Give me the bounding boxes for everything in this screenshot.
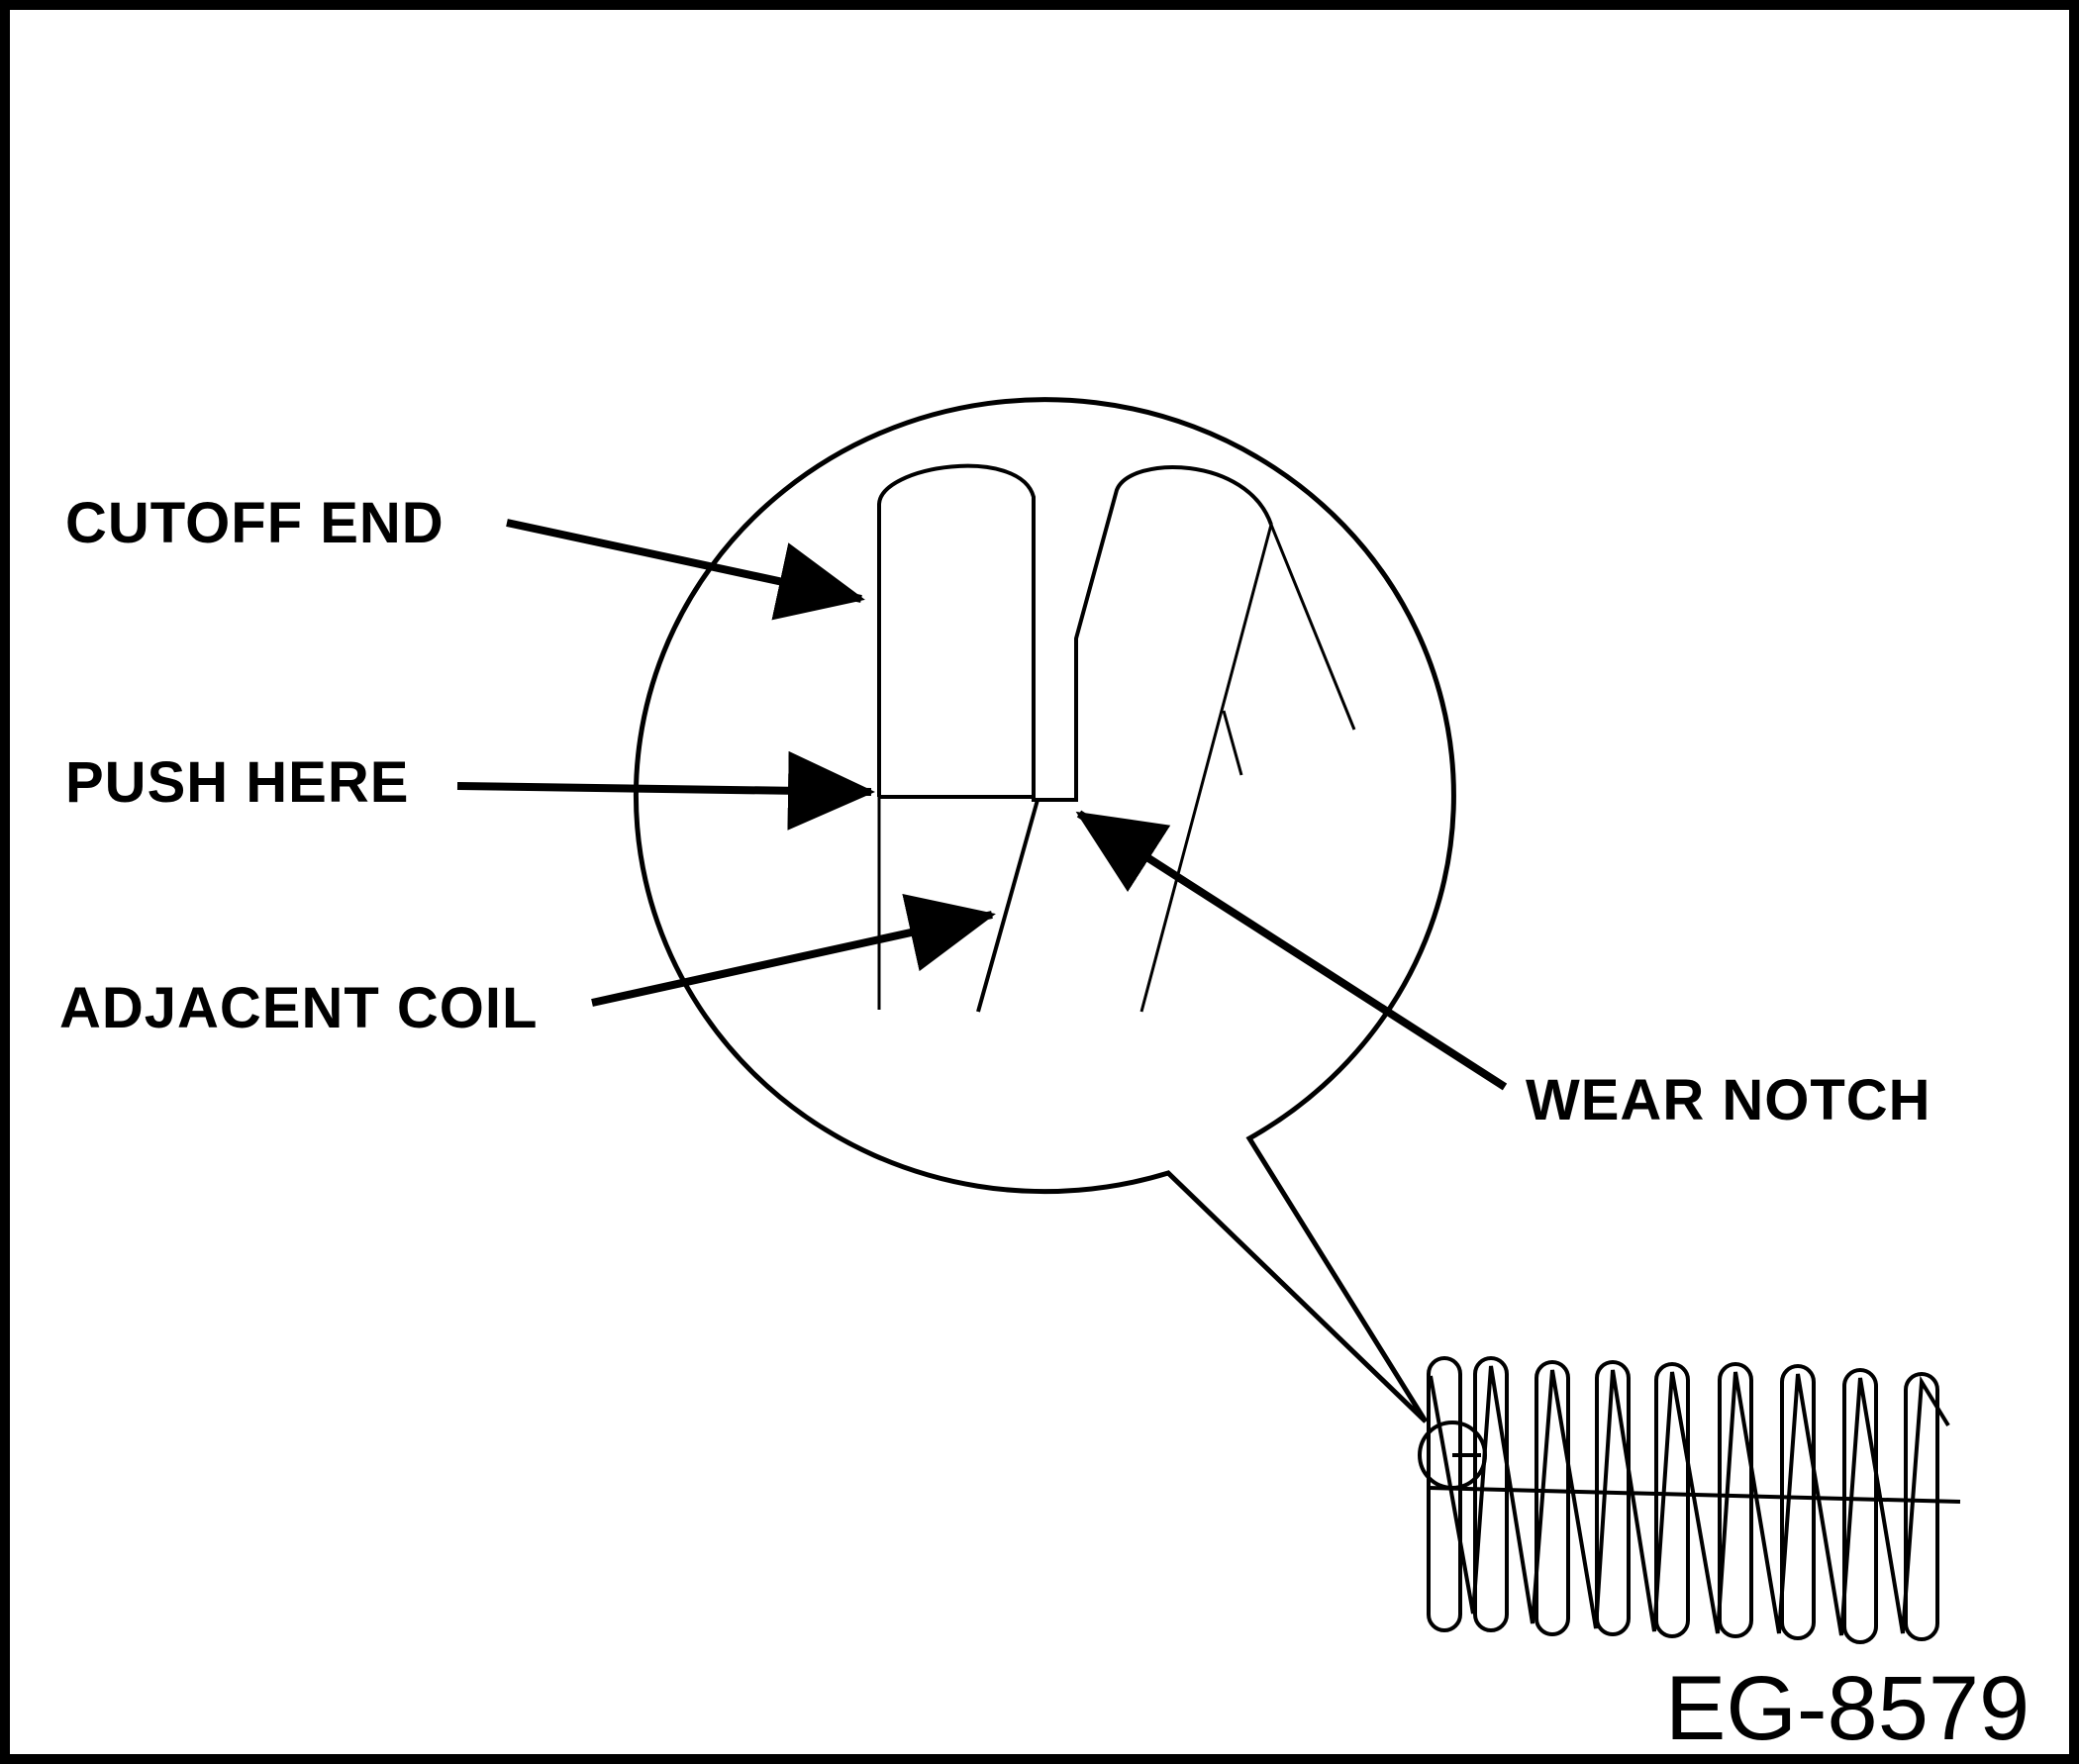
wear-notch bbox=[1032, 465, 1273, 802]
wear-notch-label: WEAR NOTCH bbox=[1526, 1068, 1931, 1132]
coil-spring bbox=[1418, 1356, 1961, 1644]
coil-line-b bbox=[1269, 524, 1356, 731]
adjacent-coil-arrow bbox=[591, 894, 996, 1007]
cutoff-end-label: CUTOFF END bbox=[65, 491, 445, 555]
cutoff-end-arrow bbox=[506, 519, 865, 621]
push-here-arrow bbox=[456, 750, 875, 831]
coil-line-a bbox=[1139, 524, 1273, 1013]
adjacent-coil-line bbox=[976, 799, 1040, 1013]
figure-id: EG-8579 bbox=[1665, 1658, 2030, 1759]
cutoff-end-coil bbox=[877, 463, 1036, 797]
wear-notch-arrow bbox=[1075, 810, 1508, 1091]
push-here-label: PUSH HERE bbox=[65, 750, 410, 815]
coil-line-c bbox=[1222, 710, 1243, 776]
magnifier-callout bbox=[633, 397, 1456, 1423]
adjacent-coil-label: ADJACENT COIL bbox=[59, 976, 539, 1040]
